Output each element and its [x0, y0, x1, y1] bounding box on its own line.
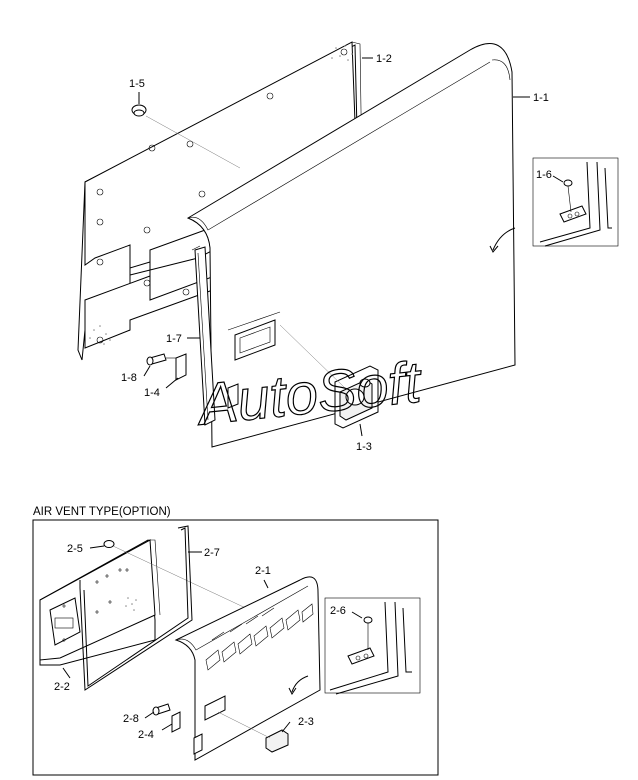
fastener-1-5	[131, 92, 241, 169]
bolt-1-8	[146, 353, 167, 366]
label-1-4: 1-4	[144, 387, 160, 399]
latch-1-3	[279, 324, 379, 429]
label-1-6: 1-6	[536, 169, 552, 181]
leader-2-8	[144, 711, 155, 719]
seal-strip-2-7	[79, 525, 202, 691]
latch-2-3	[217, 711, 289, 753]
label-1-1: 1-1	[533, 92, 549, 104]
leader-2-4	[161, 723, 173, 731]
label-2-2: 2-2	[54, 681, 70, 693]
label-2-6: 2-6	[330, 605, 346, 617]
label-2-1: 2-1	[255, 565, 271, 577]
leader-1-6	[552, 175, 564, 183]
door-panel-2-1	[174, 576, 321, 761]
bottom-assembly: AIR VENT TYPE(OPTION)	[32, 506, 439, 776]
leader-1-4	[165, 377, 179, 389]
leader-2-3	[281, 721, 291, 733]
detail-inset-2-6	[324, 597, 421, 695]
leader-2-1	[263, 579, 269, 589]
bracket-1-4	[166, 353, 239, 409]
label-1-7: 1-7	[166, 333, 182, 345]
bracket-2-4	[171, 711, 203, 755]
detail-inset-1-6	[532, 157, 619, 247]
option-frame	[32, 519, 439, 776]
fastener-2-5	[89, 540, 251, 611]
label-2-5: 2-5	[67, 543, 83, 555]
seal-strip-1-7	[191, 245, 216, 426]
label-1-8: 1-8	[121, 372, 137, 384]
leader-1-3	[359, 423, 363, 437]
label-2-3: 2-3	[298, 716, 314, 728]
label-1-2: 1-2	[376, 53, 392, 65]
section-title: AIR VENT TYPE(OPTION)	[33, 506, 171, 518]
bolt-2-8	[152, 703, 171, 716]
leader-2-6	[351, 611, 363, 619]
top-assembly: 1-2 1-5 1-1 1-6 1-7 1-8 1-4 1-3 AutoSoft	[77, 41, 619, 453]
inner-plate-2-2	[39, 539, 161, 666]
label-2-4: 2-4	[138, 729, 154, 741]
door-panel-1-1	[186, 43, 516, 448]
label-1-5: 1-5	[129, 78, 145, 90]
label-2-7: 2-7	[204, 547, 220, 559]
label-1-3: 1-3	[356, 441, 372, 453]
label-2-8: 2-8	[123, 713, 139, 725]
leader-1-8	[143, 365, 151, 377]
leader-2-2	[62, 667, 71, 679]
